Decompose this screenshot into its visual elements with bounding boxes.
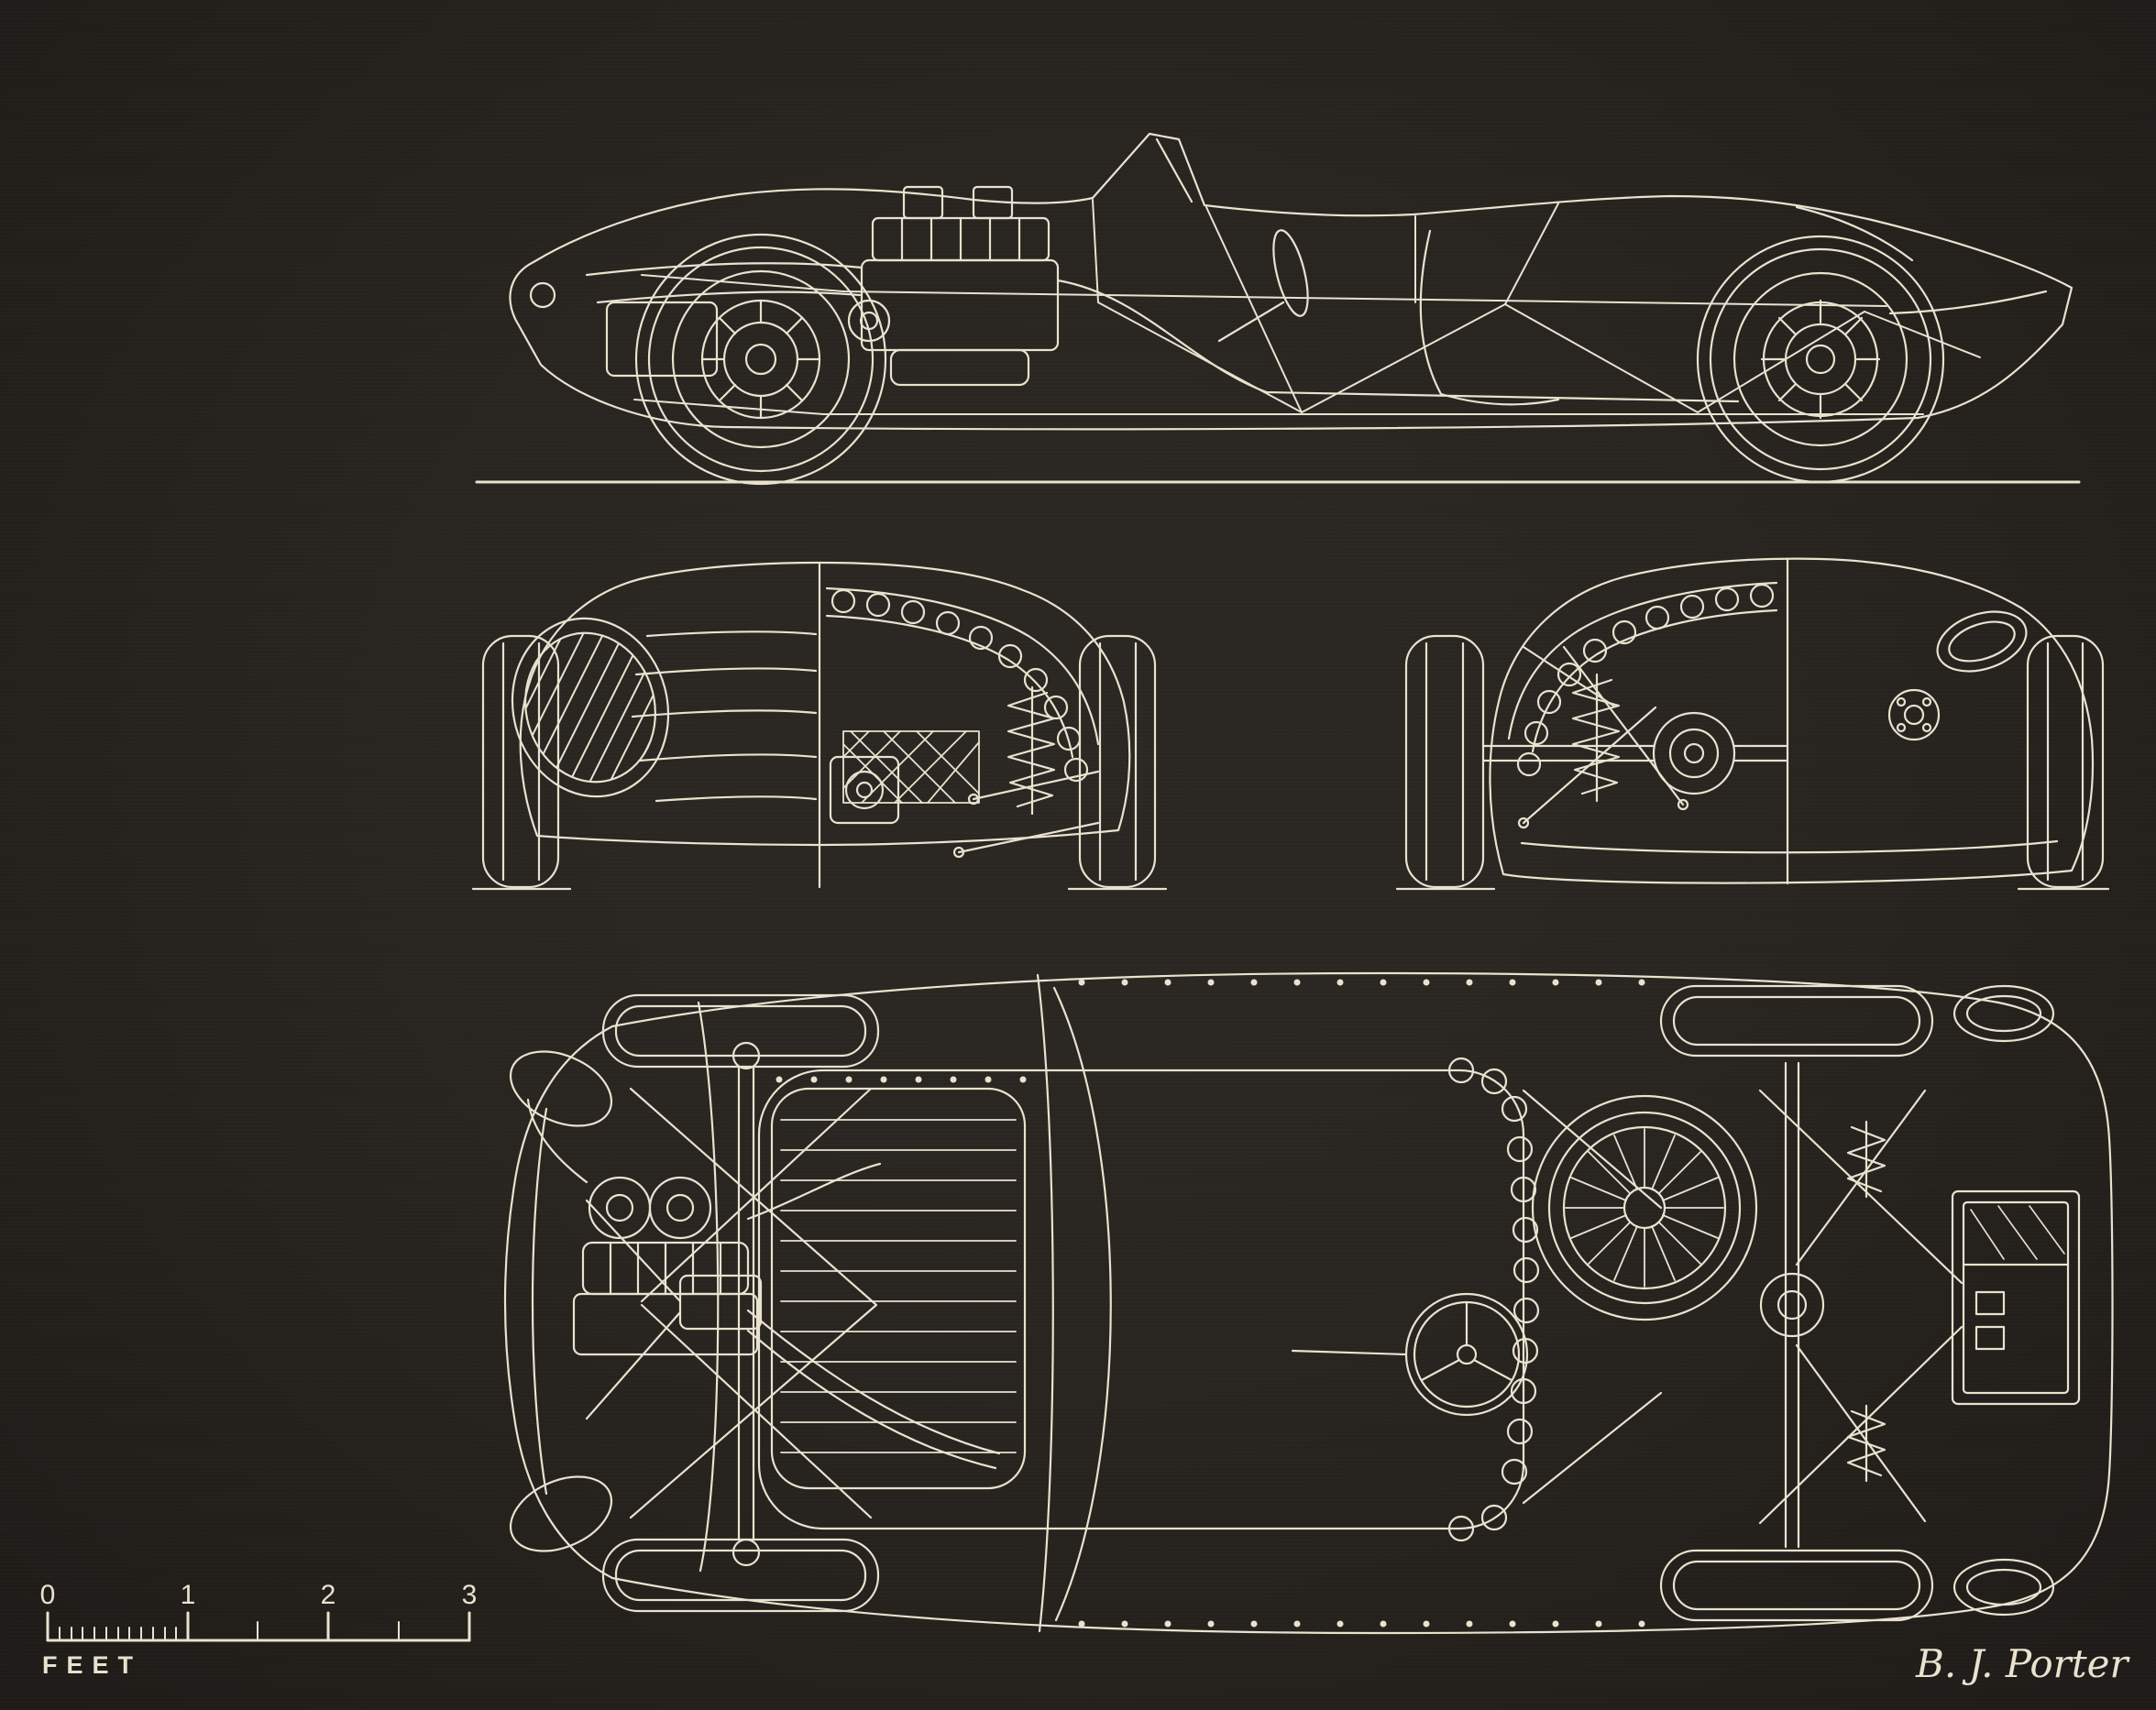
steering-wheel-side — [1272, 229, 1309, 317]
wheel-pod-rear-left — [1659, 984, 1934, 1058]
cockpit-side — [1217, 229, 1560, 406]
rear-cutaway-structure — [1481, 581, 1788, 829]
nose-badge — [529, 281, 556, 309]
lightening-holes-front — [830, 588, 1089, 783]
bulkhead-lightening-holes — [1447, 1057, 1540, 1542]
scale-unit-label: FEET — [42, 1651, 142, 1679]
front-cutaway-structure — [825, 586, 1100, 859]
tail-inner-lines — [1795, 205, 2048, 315]
engine-plan — [526, 1098, 1001, 1470]
rear-body-outline — [1489, 557, 2095, 884]
tail-intake-right — [1952, 1558, 2055, 1617]
tail-vent — [1936, 610, 2028, 673]
rivet-dots — [776, 979, 1645, 1628]
wheel-pod-rear-right — [1659, 1549, 1934, 1622]
brake-air-box — [605, 301, 719, 378]
tail-intake-left — [1952, 984, 2055, 1043]
front-view — [471, 561, 1168, 891]
floor-rib-panel — [770, 1087, 1027, 1490]
headlamp-cover-left — [509, 1050, 613, 1127]
spare-wheel-plan — [1531, 1094, 1758, 1321]
front-suspension-plan — [585, 1041, 878, 1567]
cockpit-opening — [757, 1069, 1525, 1530]
carburetor-2 — [648, 1176, 712, 1240]
signature: B. J. Porter — [1915, 1641, 2130, 1686]
radiator-core — [842, 730, 980, 804]
scale-label-1: 1 — [181, 1580, 196, 1610]
exhaust-pipe — [1056, 279, 1740, 403]
differential-plan — [1759, 1272, 1825, 1338]
front-body-outline — [519, 561, 1131, 847]
rear-wheel-side — [1696, 235, 1945, 484]
fuel-filler-badge — [1887, 688, 1941, 741]
engine-nose-detail — [829, 755, 900, 825]
battery-box — [1951, 1189, 2081, 1406]
windscreen — [1155, 137, 1194, 203]
rear-lower-panel-line — [1520, 839, 2059, 854]
front-wheel-side — [605, 233, 887, 486]
lightening-holes-rear — [1516, 583, 1775, 777]
wheel-pod-front-left — [601, 993, 880, 1069]
scale-label-2: 2 — [321, 1580, 336, 1610]
cockpit-plan — [757, 1057, 1540, 1542]
hood-crease-lines — [585, 262, 864, 304]
wheel-pod-front-right — [601, 1538, 880, 1613]
scale-label-3: 3 — [462, 1580, 478, 1610]
front-suspension-arms — [952, 770, 1100, 859]
body-profile — [509, 132, 2074, 431]
headlamp-cover-right — [509, 1475, 613, 1552]
rear-view — [1395, 557, 2110, 891]
plan-body-outline — [503, 971, 2114, 1635]
rear-right-wheel — [2026, 634, 2105, 889]
seat-side — [1419, 229, 1560, 406]
rear-suspension-links — [1517, 645, 1689, 829]
exhaust-headers-plan — [746, 1309, 1001, 1470]
side-view — [475, 132, 2081, 486]
engine-side — [847, 185, 1740, 403]
drawing-root — [46, 132, 2114, 1642]
scale-bar — [46, 1611, 471, 1642]
bonnet-contour-lines — [631, 630, 818, 803]
rear-left-wheel — [1404, 634, 1485, 889]
panel-seams — [697, 973, 1054, 1633]
scuttle-curve — [1052, 986, 1112, 1622]
nose-inner-line — [531, 1107, 548, 1496]
scale-label-0: 0 — [40, 1580, 56, 1610]
front-right-wheel — [1078, 634, 1157, 889]
differential-rear-view — [1481, 711, 1788, 795]
rear-suspension-plan — [1522, 1061, 1964, 1549]
steering-wheel-plan — [1291, 1292, 1529, 1417]
chassis-frame-side — [633, 199, 1981, 415]
front-coil-spring — [1006, 685, 1056, 816]
grille-opening — [509, 617, 672, 798]
plan-view — [503, 971, 2114, 1635]
carburetor-1 — [588, 1176, 652, 1240]
